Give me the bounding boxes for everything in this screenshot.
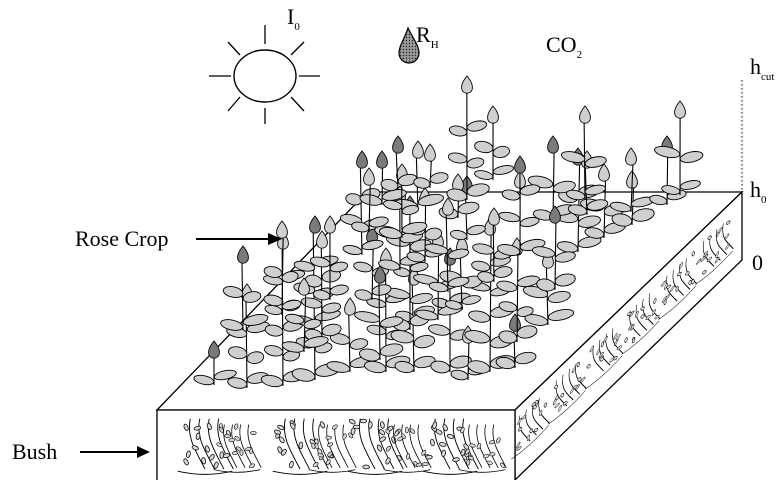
bush bbox=[621, 292, 661, 355]
h-cut-label: hcut bbox=[750, 54, 774, 83]
h-zero-label: h0 bbox=[750, 177, 767, 206]
humidity-label: RH bbox=[416, 22, 439, 51]
bush bbox=[511, 397, 550, 460]
rose-plant bbox=[611, 170, 655, 227]
rose-plant bbox=[359, 150, 407, 206]
rose-plant bbox=[474, 105, 514, 181]
rose-plant bbox=[351, 167, 389, 233]
rose-plant bbox=[649, 135, 687, 206]
rose-plant bbox=[281, 277, 329, 353]
rose-crop-label: Rose Crop bbox=[75, 226, 169, 251]
rose-plant bbox=[501, 155, 541, 201]
rose-plant bbox=[609, 147, 655, 213]
bush-label: Bush bbox=[12, 439, 57, 464]
rose-plant bbox=[380, 135, 418, 192]
bush bbox=[213, 423, 262, 473]
rose-plant bbox=[560, 105, 607, 201]
arrow-right-icon bbox=[80, 446, 150, 458]
bush-roots-front bbox=[177, 418, 507, 475]
bush-roots-side bbox=[511, 220, 734, 460]
rose-plant bbox=[413, 143, 449, 189]
rose-plant bbox=[424, 197, 470, 293]
rose-plant bbox=[309, 215, 349, 301]
co2-label: CO2 bbox=[546, 32, 582, 61]
rose-plant bbox=[263, 220, 302, 316]
water-drop-icon bbox=[398, 26, 420, 64]
rose-plant bbox=[531, 205, 576, 292]
bush bbox=[308, 424, 357, 473]
bush bbox=[547, 362, 587, 425]
rose-plant bbox=[220, 245, 269, 331]
arrow-right-icon bbox=[196, 233, 282, 245]
bush bbox=[458, 424, 507, 473]
rose-plants bbox=[193, 75, 704, 389]
bush bbox=[584, 327, 624, 390]
rose-plant bbox=[193, 340, 237, 386]
rose-plant bbox=[496, 237, 540, 344]
sun-icon bbox=[209, 25, 320, 124]
rose-plant bbox=[354, 265, 404, 362]
rose-plant bbox=[379, 163, 428, 239]
rose-plant bbox=[654, 100, 704, 196]
rose-plant bbox=[446, 75, 490, 202]
bush bbox=[658, 251, 697, 320]
bush bbox=[695, 220, 734, 285]
zero-label: 0 bbox=[752, 250, 763, 275]
light-intensity-label: I0 bbox=[287, 4, 300, 33]
rose-plant bbox=[428, 247, 472, 374]
